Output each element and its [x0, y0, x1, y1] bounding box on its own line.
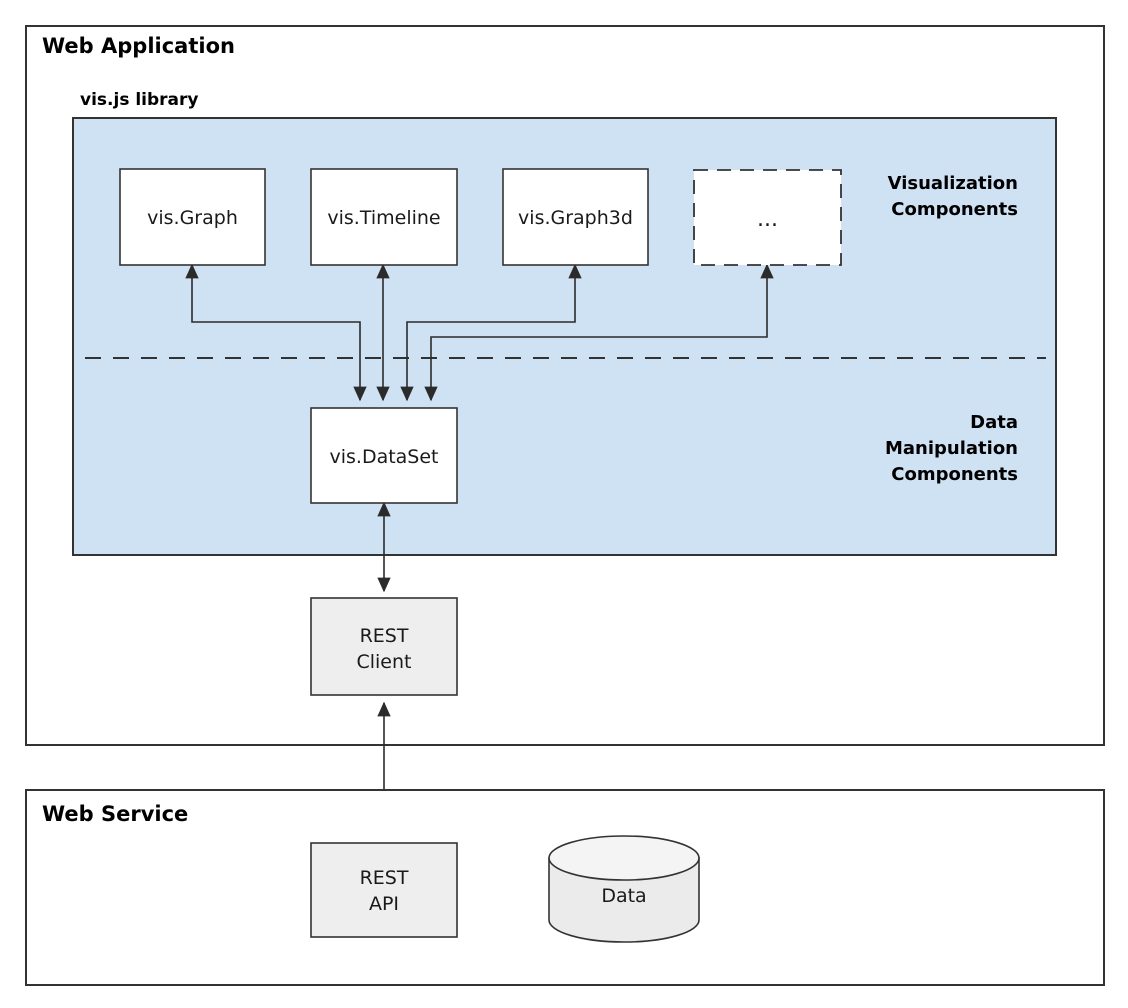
library-title: vis.js library [80, 90, 199, 110]
node-rest-api-label-line2: API [369, 893, 399, 915]
node-vis-dataset-label: vis.DataSet [329, 446, 438, 468]
node-vis-timeline[interactable]: vis.Timeline [310, 168, 458, 266]
node-rest-client-label-line1: REST [360, 625, 409, 647]
zone-label-data-manipulation-line2: Manipulation [885, 438, 1018, 459]
node-rest-api[interactable]: REST API [310, 842, 458, 938]
node-rest-api-label-line1: REST [360, 867, 409, 889]
node-data-store-label: Data [601, 885, 646, 907]
node-vis-graph3d-label: vis.Graph3d [518, 207, 633, 229]
node-rest-client[interactable]: REST Client [310, 597, 458, 696]
node-more-components[interactable]: ... [693, 169, 842, 266]
node-vis-dataset[interactable]: vis.DataSet [310, 407, 458, 504]
zone-label-data-manipulation-line3: Components [891, 464, 1018, 485]
zone-label-data-manipulation-line1: Data [970, 412, 1018, 433]
node-rest-client-label-line2: Client [356, 651, 411, 673]
node-data-store[interactable]: Data [548, 835, 700, 943]
zone-label-visualization-line2: Components [891, 199, 1018, 220]
connector-vis-graph-dataset [185, 263, 367, 402]
frame-web-application-title: Web Application [42, 34, 235, 58]
node-vis-graph-label: vis.Graph [147, 207, 238, 229]
connector-more-components-dataset [424, 263, 774, 402]
node-vis-graph3d[interactable]: vis.Graph3d [502, 168, 649, 266]
zone-label-visualization-line1: Visualization [888, 173, 1018, 194]
node-vis-graph[interactable]: vis.Graph [119, 168, 266, 266]
node-more-components-label: ... [757, 207, 778, 232]
node-vis-timeline-label: vis.Timeline [327, 207, 440, 229]
frame-web-service-title: Web Service [42, 802, 188, 826]
